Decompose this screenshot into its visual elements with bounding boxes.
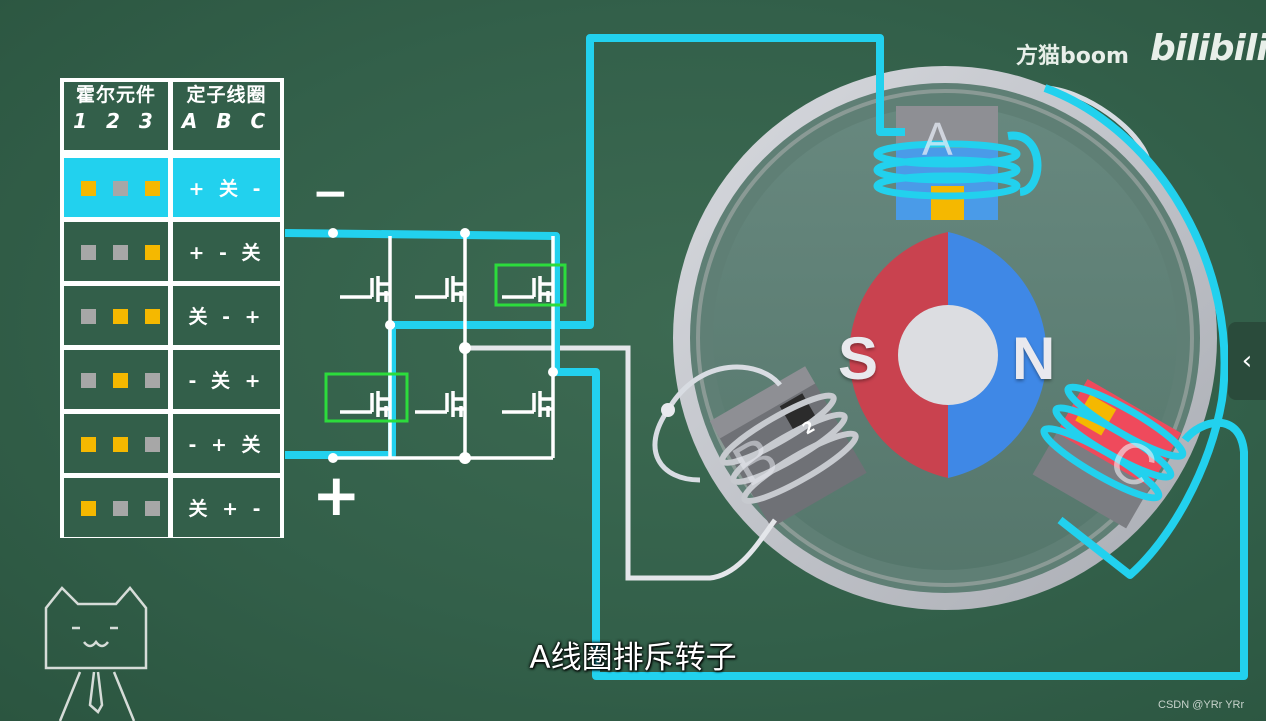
rotor [849, 232, 1047, 478]
hall-indicator [81, 309, 96, 324]
header-coil-sub: A B C [181, 109, 272, 133]
coil-state-label: + 关 - [188, 178, 265, 200]
hall-indicator [145, 245, 160, 260]
hall-indicator [81, 245, 96, 260]
active-wires [284, 34, 1248, 680]
header-coil: 定子线圈 A B C [173, 82, 280, 150]
coil-state-cell: 关 + - [173, 478, 280, 537]
hall-indicator [145, 501, 160, 516]
hall-indicator [113, 373, 128, 388]
rotor-south-label: S [838, 325, 879, 392]
hall-indicator [81, 373, 96, 388]
hall-sensor-1 [931, 186, 964, 220]
hall-state-cell [64, 222, 168, 281]
hall-state-cell [64, 414, 168, 473]
hall-indicator [113, 501, 128, 516]
hall-indicator [81, 501, 96, 516]
coil-state-cell: - 关 + [173, 350, 280, 409]
coil-state-label: 关 + - [188, 498, 265, 520]
coil-state-cell: - + 关 [173, 414, 280, 473]
active-switch-a-high [494, 263, 567, 307]
supply-plus: + [312, 461, 361, 529]
hall-indicator [145, 373, 160, 388]
hall-state-cell [64, 350, 168, 409]
hall-indicator [113, 309, 128, 324]
coil-a [873, 106, 1021, 220]
active-switch-c-low [324, 372, 409, 423]
video-subtitle: A线圈排斥转子 [529, 640, 737, 676]
coil-a-label: A [922, 113, 953, 165]
author-watermark: 方猫boom [1016, 44, 1129, 69]
coil-state-label: 关 - + [188, 306, 265, 328]
header-hall-sub: 1 2 3 [73, 109, 159, 133]
coil-state-label: - + 关 [188, 434, 265, 456]
coil-state-label: + - 关 [188, 242, 265, 264]
hall-indicator [145, 181, 160, 196]
phase-b-wire [465, 345, 778, 581]
coil-state-cell: + 关 - [173, 158, 280, 217]
coil-c [1032, 379, 1187, 529]
hall-indicator [81, 181, 96, 196]
coil-state-cell: 关 - + [173, 286, 280, 345]
hall-state-cell [64, 286, 168, 345]
chevron-left-icon: ‹ [1241, 346, 1253, 376]
header-hall-label: 霍尔元件 [75, 84, 156, 106]
bridge-nodes [328, 228, 558, 464]
cat-mascot-icon [44, 586, 148, 721]
hall-indicator [145, 309, 160, 324]
header-hall: 霍尔元件 1 2 3 [64, 82, 168, 150]
hall-state-cell [64, 478, 168, 537]
hall-state-cell [64, 158, 168, 217]
collapse-panel-button[interactable]: ‹ [1228, 322, 1266, 400]
commutation-table: 霍尔元件 1 2 3 定子线圈 A B C + 关 - + - 关关 - + - 关… [60, 78, 284, 538]
supply-minus: − [312, 168, 349, 219]
hall-indicator [81, 437, 96, 452]
header-coil-label: 定子线圈 [186, 84, 267, 106]
coil-state-label: - 关 + [188, 370, 265, 392]
hall-indicator [145, 437, 160, 452]
bilibili-logo: bilibili [1150, 28, 1266, 69]
hall-indicator [113, 245, 128, 260]
hall-indicator [113, 437, 128, 452]
source-credit: CSDN @YRr YRr [1158, 699, 1245, 711]
rotor-north-label: N [1012, 325, 1056, 392]
coil-b [709, 366, 867, 528]
coil-state-cell: + - 关 [173, 222, 280, 281]
hall-indicator [113, 181, 128, 196]
